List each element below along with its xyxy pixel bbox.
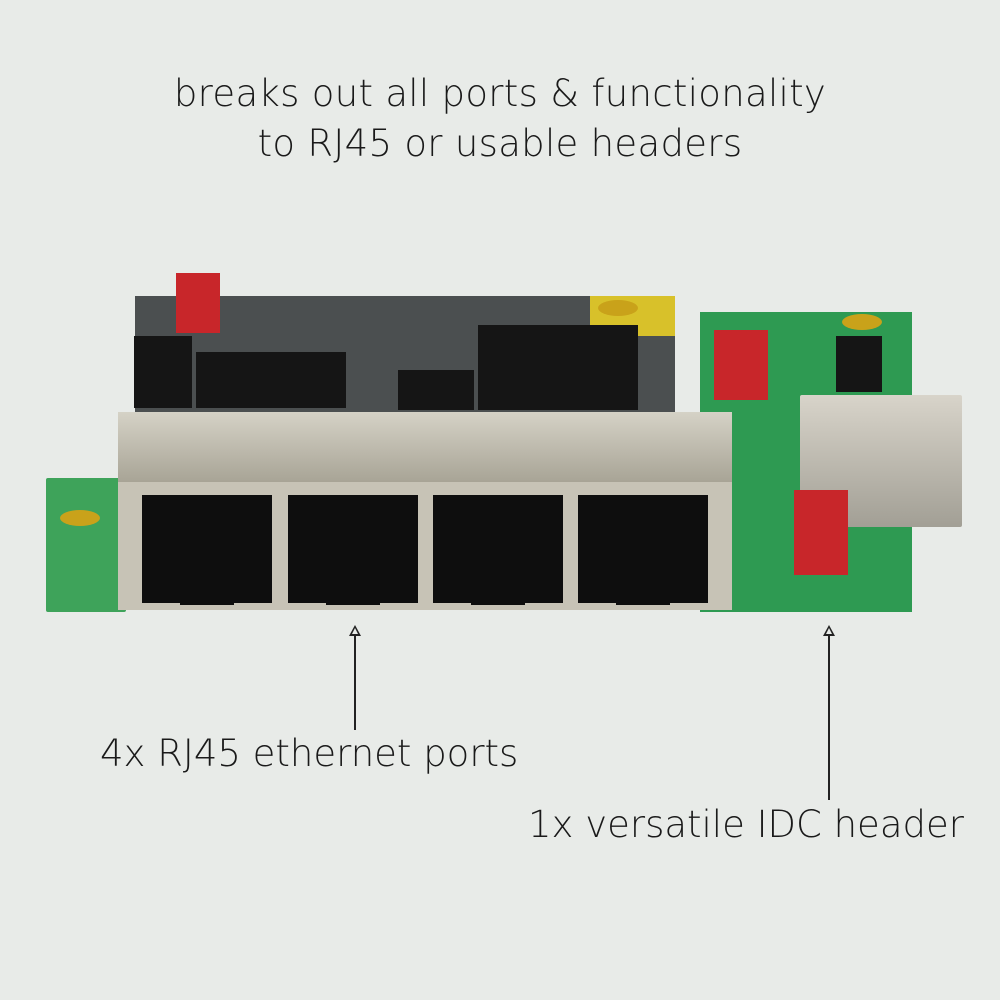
idc-header [794,490,848,575]
red-header-right [714,330,768,400]
black-header-row [196,352,346,408]
black-header-row [398,370,474,410]
rj45-port [288,495,418,605]
callout-idc-header: 1x versatile IDC header [528,803,964,846]
rj45-port [578,495,708,605]
callout-ethernet-ports: 4x RJ45 ethernet ports [100,732,519,775]
rj45-port [433,495,563,605]
callout-line-ethernet [354,635,356,730]
headline-line-1: breaks out all ports & functionality [173,72,827,115]
red-header-top [176,273,220,333]
arrow-up-icon [823,625,835,636]
mounting-hole [598,300,638,316]
mounting-hole [842,314,882,330]
arrow-up-icon [349,625,361,636]
pcb-left-section [46,478,126,612]
black-header [134,336,192,408]
headline-line-2: to RJ45 or usable headers [257,122,743,165]
rj45-jack-shield [118,412,732,482]
black-header-row [478,325,638,410]
callout-line-idc [828,635,830,800]
black-header [836,336,882,392]
mounting-hole [60,510,100,526]
rj45-port [142,495,272,605]
